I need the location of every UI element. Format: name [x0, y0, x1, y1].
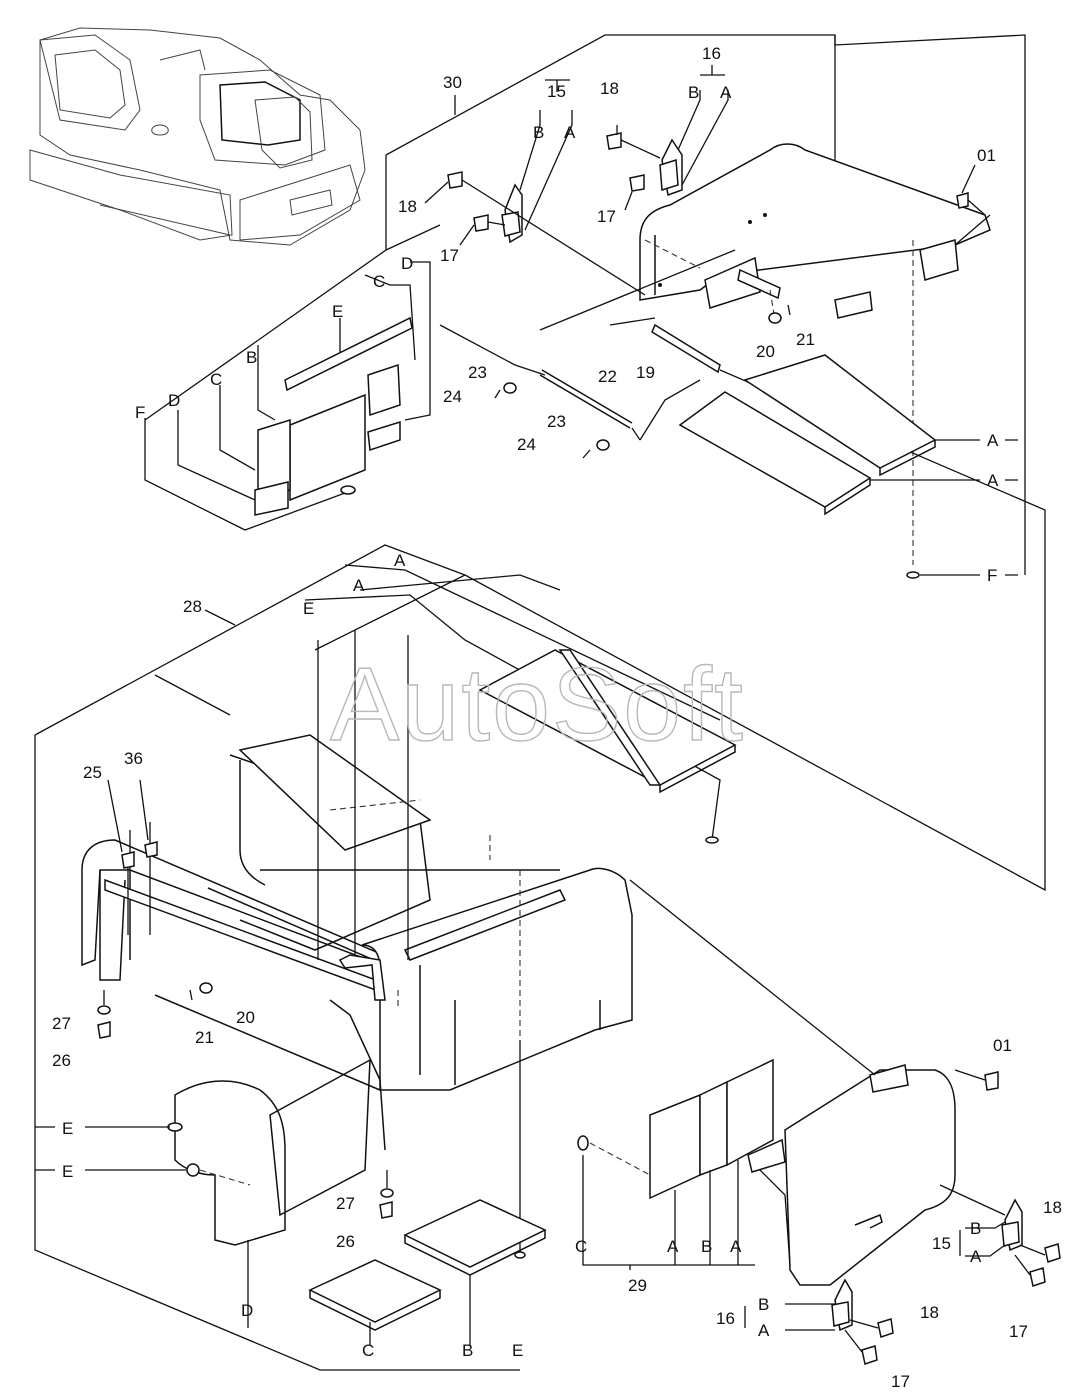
- lower-left-cover: [167, 1058, 547, 1345]
- letter-C-top: C: [373, 272, 385, 291]
- label-01-bottom: 01: [993, 1036, 1012, 1055]
- main-frame-structure: [81, 630, 633, 1255]
- label-17-b: 17: [597, 207, 616, 226]
- right-pads-A: [678, 354, 1018, 579]
- letter-B-16-bottom: B: [758, 1295, 769, 1314]
- label-17-d: 17: [891, 1372, 910, 1391]
- label-16-top: 16: [702, 44, 721, 63]
- letter-D-top: D: [401, 254, 413, 273]
- label-25: 25: [83, 763, 102, 782]
- letter-reference-labels: B A B A D C E B C F D A A F A A E E E D …: [62, 83, 999, 1360]
- assembly-30-outline: [385, 34, 1026, 575]
- letter-A-29-2: A: [730, 1237, 742, 1256]
- letter-B-29: B: [701, 1237, 712, 1256]
- left-panel-leader-lines: [144, 224, 441, 531]
- label-28: 28: [183, 597, 202, 616]
- label-17-a: 17: [440, 246, 459, 265]
- letter-F-right: F: [987, 566, 997, 585]
- label-20-top: 20: [756, 342, 775, 361]
- assembly-28-outline: [34, 544, 721, 1371]
- label-21-top: 21: [796, 330, 815, 349]
- letter-A-15-bottom: A: [970, 1247, 982, 1266]
- letter-16-B: B: [688, 83, 699, 102]
- label-26-b: 26: [336, 1232, 355, 1251]
- letter-B-bottom: B: [462, 1341, 473, 1360]
- fasteners-mid: [97, 779, 394, 1219]
- part-number-labels: 30 28 29 16 15 01 18 18 17 17 20 21 22 1…: [52, 44, 1062, 1391]
- excavator-inset-illustration: [29, 27, 366, 246]
- left-insulation-pads: [254, 316, 413, 516]
- label-27-a: 27: [52, 1014, 71, 1033]
- letter-E-left: E: [332, 302, 343, 321]
- letter-D-lower: D: [241, 1301, 253, 1320]
- letter-A-mid-1: A: [394, 551, 406, 570]
- label-23-a: 23: [468, 363, 487, 382]
- letter-A-right-2: A: [987, 471, 999, 490]
- letter-E-mid: E: [303, 599, 314, 618]
- letter-E-lower-2: E: [62, 1162, 73, 1181]
- letter-C-bottom: C: [362, 1341, 374, 1360]
- label-19: 19: [636, 363, 655, 382]
- letter-A-29-1: A: [667, 1237, 679, 1256]
- rod-and-bracket: [314, 249, 1046, 892]
- left-leader-lines: [35, 1126, 186, 1171]
- mid-pad-E: [478, 649, 737, 844]
- letter-A-16-bottom: A: [758, 1321, 770, 1340]
- label-27-b: 27: [336, 1194, 355, 1213]
- label-15-top: 15: [547, 82, 566, 101]
- label-17-c: 17: [1009, 1322, 1028, 1341]
- label-29: 29: [628, 1276, 647, 1295]
- latch-16-bottom: [744, 1278, 894, 1365]
- letter-15-A: A: [564, 123, 576, 142]
- top-cover-panel: [639, 143, 991, 565]
- bolts-top: [424, 125, 986, 296]
- letter-C-left: C: [210, 370, 222, 389]
- letter-F-left: F: [135, 403, 145, 422]
- label-24-b: 24: [517, 435, 536, 454]
- label-15-bottom: 15: [932, 1234, 951, 1253]
- letter-E-lower-1: E: [62, 1119, 73, 1138]
- latch-15-top: [501, 79, 573, 244]
- label-01-top: 01: [977, 146, 996, 165]
- label-23-b: 23: [547, 412, 566, 431]
- letter-A-right-1: A: [987, 431, 999, 450]
- letter-E-bottom: E: [512, 1341, 523, 1360]
- label-36: 36: [124, 749, 143, 768]
- label-24-a: 24: [443, 387, 462, 406]
- label-20-mid: 20: [236, 1008, 255, 1027]
- label-26-a: 26: [52, 1051, 71, 1070]
- latch-16-top: [659, 65, 729, 197]
- side-cover-29: [577, 879, 1006, 1286]
- letter-B-15-bottom: B: [970, 1219, 981, 1238]
- letter-15-B: B: [533, 123, 544, 142]
- label-18-b: 18: [398, 197, 417, 216]
- label-16-bottom: 16: [716, 1309, 735, 1328]
- label-30: 30: [443, 73, 462, 92]
- label-18-c: 18: [1043, 1198, 1062, 1217]
- watermark-text: AutoSoft: [330, 647, 745, 763]
- label-18-a: 18: [600, 79, 619, 98]
- label-18-d: 18: [920, 1303, 939, 1322]
- latch-15-bottom: [959, 1198, 1061, 1287]
- letter-D-left: D: [168, 391, 180, 410]
- letter-A-mid-2: A: [353, 576, 365, 595]
- label-22: 22: [598, 367, 617, 386]
- letter-B-left: B: [246, 348, 257, 367]
- letter-16-A: A: [720, 83, 732, 102]
- label-21-mid: 21: [195, 1028, 214, 1047]
- letter-C-29: C: [575, 1237, 587, 1256]
